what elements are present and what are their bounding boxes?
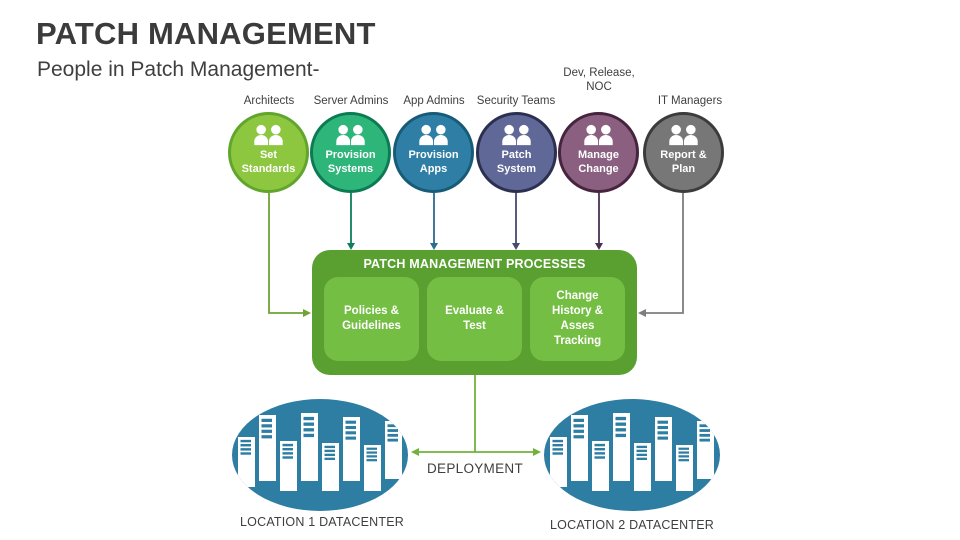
deployment-label: DEPLOYMENT <box>426 461 524 476</box>
role-action-label: Provision Apps <box>408 149 459 175</box>
connector-app-admins <box>430 193 438 250</box>
role-group-label-security-teams: Security Teams <box>476 95 556 107</box>
connector-deployment <box>411 375 541 456</box>
people-group-icon <box>254 124 283 146</box>
server-towers-icon <box>238 413 402 491</box>
role-action-label: Manage Change <box>578 149 619 175</box>
role-group-label-app-admins: App Admins <box>403 95 465 107</box>
connector-security-teams <box>512 193 520 250</box>
datacenter-1-label: LOCATION 1 DATACENTER <box>240 515 404 529</box>
process-box: PATCH MANAGEMENT PROCESSES Policies & Gu… <box>312 250 637 375</box>
people-group-icon <box>336 124 365 146</box>
page-title: PATCH MANAGEMENT <box>36 16 376 51</box>
people-group-icon <box>502 124 531 146</box>
role-circle-architects: Set Standards <box>228 112 309 193</box>
role-group-label-dev-release-noc: Dev, Release, NOC <box>563 67 635 94</box>
role-action-label: Provision Systems <box>325 149 376 175</box>
connector-server-admins <box>347 193 355 250</box>
people-group-icon <box>584 124 613 146</box>
role-action-label: Report & Plan <box>660 149 707 175</box>
role-group-label-server-admins: Server Admins <box>313 95 389 107</box>
server-towers-icon <box>550 413 714 491</box>
role-circle-it-managers: Report & Plan <box>643 112 724 193</box>
role-group-label-it-managers: IT Managers <box>657 95 723 107</box>
process-item-change-history: Change History & Asses Tracking <box>530 277 625 361</box>
role-action-label: Set Standards <box>241 149 296 175</box>
process-box-items: Policies & Guidelines Evaluate & Test Ch… <box>324 277 625 361</box>
process-item-policies: Policies & Guidelines <box>324 277 419 361</box>
role-circle-dev-release-noc: Manage Change <box>558 112 639 193</box>
role-circle-server-admins: Provision Systems <box>310 112 391 193</box>
people-group-icon <box>419 124 448 146</box>
connector-it-managers <box>638 193 684 317</box>
datacenter-2-label: LOCATION 2 DATACENTER <box>550 518 714 532</box>
role-group-label-architects: Architects <box>243 95 295 107</box>
connector-architects <box>268 193 311 317</box>
role-circle-app-admins: Provision Apps <box>393 112 474 193</box>
datacenter-1-ellipse <box>232 399 408 511</box>
page-subtitle: People in Patch Management- <box>37 58 320 81</box>
datacenter-2-ellipse <box>544 399 720 511</box>
process-box-title: PATCH MANAGEMENT PROCESSES <box>363 257 586 271</box>
process-item-evaluate: Evaluate & Test <box>427 277 522 361</box>
people-group-icon <box>669 124 698 146</box>
role-action-label: Patch System <box>496 149 537 175</box>
role-circle-security-teams: Patch System <box>476 112 557 193</box>
connector-dev-release-noc <box>595 193 603 250</box>
